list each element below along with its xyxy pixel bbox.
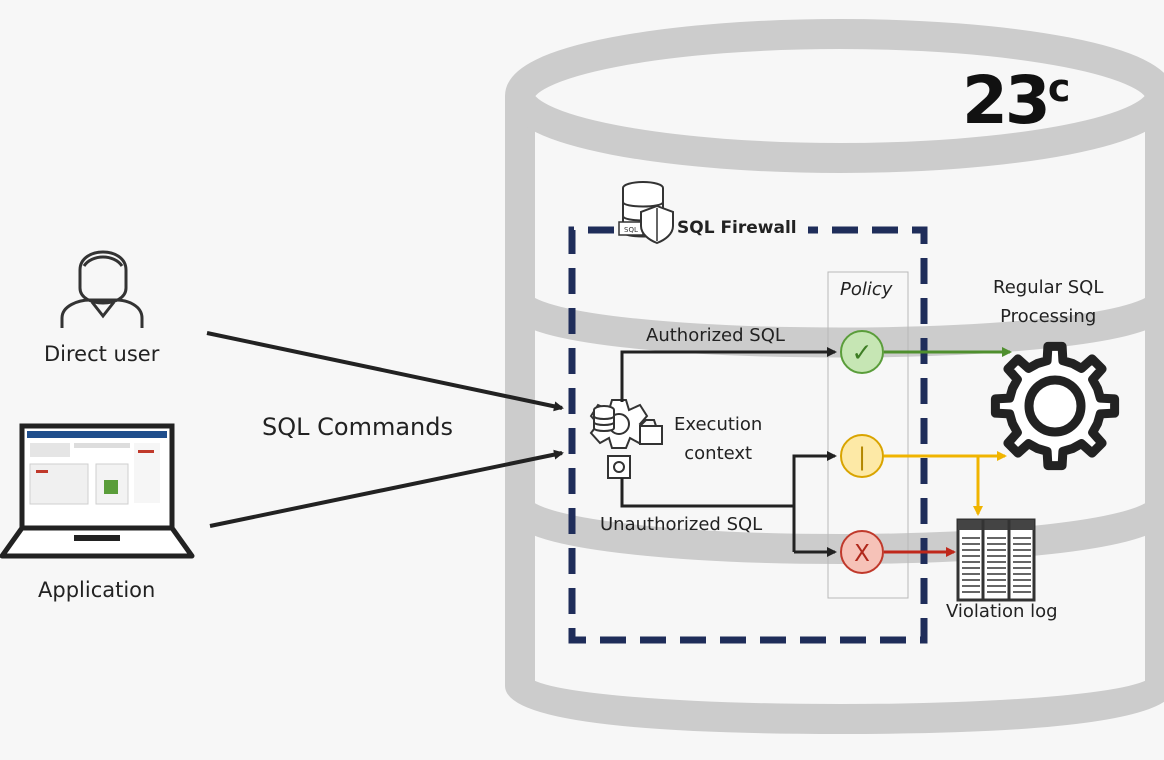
firewall-icon-sql-text: SQL bbox=[624, 226, 638, 234]
application-label: Application bbox=[38, 578, 156, 602]
unauthorized-to-warn-arrow bbox=[792, 451, 837, 552]
svg-text:X: X bbox=[854, 541, 870, 567]
execution-context-line1: Execution bbox=[674, 414, 763, 435]
unauthorized-sql-label: Unauthorized SQL bbox=[600, 514, 763, 535]
version-number: 23 bbox=[962, 62, 1051, 139]
policy-column bbox=[827, 271, 909, 599]
regular-processing-line2: Processing bbox=[1000, 306, 1097, 327]
user-icon bbox=[60, 250, 144, 328]
app-to-firewall-arrow bbox=[209, 449, 564, 528]
authorized-sql-label: Authorized SQL bbox=[646, 325, 785, 346]
regular-processing-label: Regular SQL Processing bbox=[993, 273, 1103, 331]
execution-context-icon bbox=[589, 399, 663, 479]
decision-allow: ✓ bbox=[840, 330, 884, 374]
svg-text:|: | bbox=[858, 443, 866, 471]
database-cylinder bbox=[505, 19, 1164, 734]
execution-context-line2: context bbox=[684, 443, 753, 464]
laptop-icon bbox=[0, 423, 195, 559]
policy-label: Policy bbox=[840, 279, 893, 300]
regular-processing-line1: Regular SQL bbox=[993, 277, 1104, 298]
decision-warn: | bbox=[840, 434, 884, 478]
version-suffix: c bbox=[1047, 66, 1071, 110]
direct-user-label: Direct user bbox=[44, 342, 160, 366]
execution-context-label: Execution context bbox=[674, 410, 762, 468]
user-to-firewall-arrow bbox=[206, 331, 564, 412]
violation-log-icon bbox=[956, 518, 1036, 602]
firewall-db-shield-icon bbox=[618, 181, 674, 245]
version-logo: 23c bbox=[962, 62, 1070, 139]
gear-icon bbox=[990, 341, 1120, 471]
svg-text:✓: ✓ bbox=[852, 338, 873, 367]
unauthorized-path-line bbox=[620, 478, 794, 508]
violation-log-label: Violation log bbox=[946, 601, 1058, 622]
decision-block: X bbox=[840, 530, 884, 574]
authorized-path-arrow bbox=[620, 347, 837, 402]
sql-commands-label: SQL Commands bbox=[262, 413, 453, 441]
firewall-title: SQL Firewall bbox=[677, 218, 797, 238]
